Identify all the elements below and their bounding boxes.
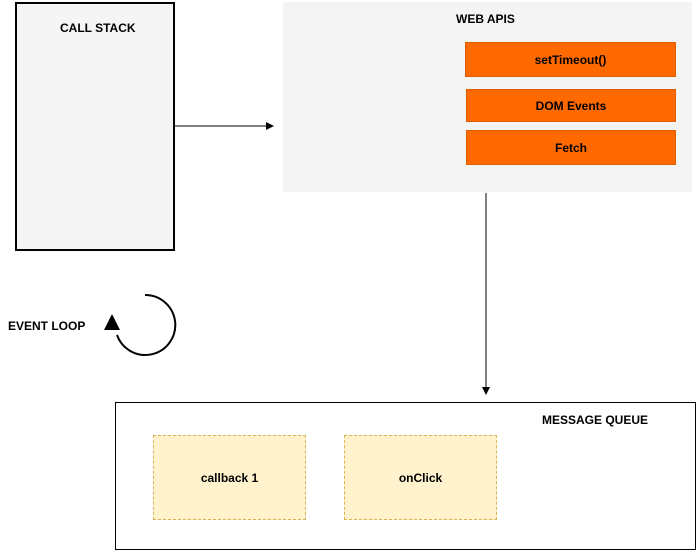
message-queue-title: MESSAGE QUEUE — [542, 413, 649, 427]
api-item-fetch: Fetch — [466, 130, 676, 165]
event-loop-label: EVENT LOOP — [8, 319, 86, 333]
api-item-dom-events: DOM Events — [466, 89, 676, 122]
message-queue-box: MESSAGE QUEUE callback 1 onClick — [115, 402, 696, 550]
call-stack-box: CALL STACK — [15, 2, 175, 251]
queue-item-callback-1: callback 1 — [153, 435, 306, 520]
event-loop-cycle-icon — [104, 293, 177, 356]
api-item-settimeout: setTimeout() — [465, 42, 676, 77]
call-stack-title: CALL STACK — [60, 21, 136, 35]
queue-item-onclick: onClick — [344, 435, 497, 520]
web-apis-panel: WEB APIS setTimeout() DOM Events Fetch — [283, 2, 692, 192]
web-apis-title: WEB APIS — [456, 12, 515, 26]
